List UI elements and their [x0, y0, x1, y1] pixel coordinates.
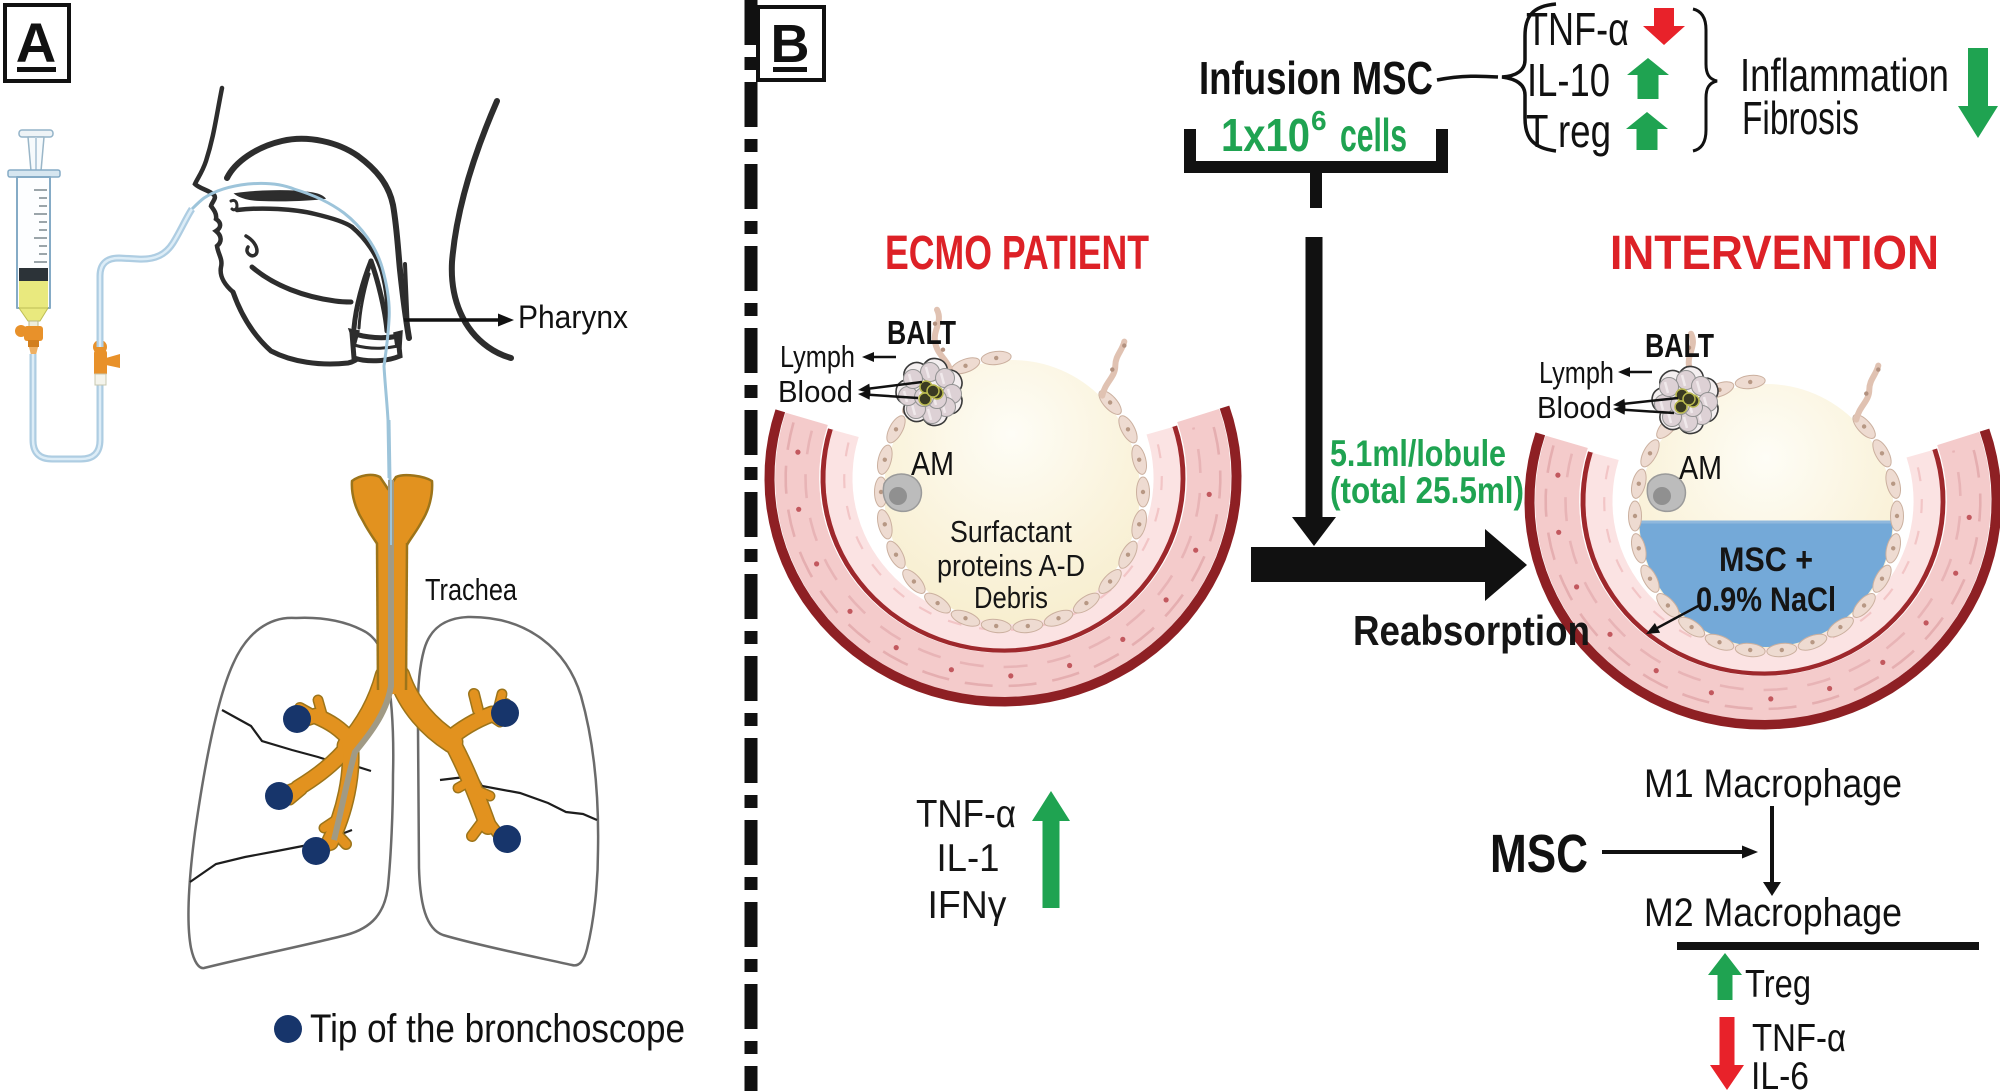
svg-text:AM: AM — [1679, 449, 1722, 486]
svg-text:TNF-α: TNF-α — [916, 793, 1016, 836]
svg-text:Tip of the bronchoscope: Tip of the bronchoscope — [310, 1007, 685, 1051]
svg-text:B: B — [771, 14, 810, 74]
svg-text:M2 Macrophage: M2 Macrophage — [1644, 891, 1902, 935]
svg-text:BALT: BALT — [887, 314, 956, 351]
svg-text:Fibrosis: Fibrosis — [1742, 92, 1859, 144]
svg-text:0.9% NaCl: 0.9% NaCl — [1696, 581, 1836, 619]
svg-text:M1 Macrophage: M1 Macrophage — [1644, 762, 1902, 806]
svg-text:INTERVENTION: INTERVENTION — [1610, 227, 1939, 280]
svg-text:1x10: 1x10 — [1221, 109, 1310, 161]
svg-text:cells: cells — [1340, 109, 1407, 161]
svg-text:proteins A-D: proteins A-D — [937, 548, 1085, 583]
svg-text:Blood: Blood — [778, 374, 853, 409]
svg-text:T reg: T reg — [1526, 105, 1611, 157]
svg-text:MSC: MSC — [1490, 824, 1588, 884]
svg-text:TNF-α: TNF-α — [1526, 3, 1629, 55]
svg-text:Surfactant: Surfactant — [950, 514, 1072, 549]
svg-text:Pharynx: Pharynx — [518, 299, 628, 335]
svg-text:IL-1: IL-1 — [937, 837, 1000, 880]
svg-text:Infusion MSC: Infusion MSC — [1199, 52, 1433, 104]
svg-text:IL-6: IL-6 — [1751, 1055, 1809, 1091]
svg-text:AM: AM — [911, 445, 954, 482]
svg-text:Inflammation: Inflammation — [1740, 49, 1949, 101]
svg-text:A: A — [16, 11, 56, 74]
svg-text:ECMO PATIENT: ECMO PATIENT — [885, 227, 1149, 280]
svg-text:5.1ml/lobule: 5.1ml/lobule — [1330, 433, 1506, 474]
svg-text:IFNγ: IFNγ — [928, 884, 1007, 927]
svg-text:6: 6 — [1311, 105, 1327, 136]
svg-text:Debris: Debris — [974, 580, 1048, 615]
svg-text:IL-10: IL-10 — [1527, 54, 1610, 106]
svg-text:Trachea: Trachea — [425, 572, 518, 607]
svg-text:Blood: Blood — [1537, 390, 1612, 425]
svg-text:Lymph: Lymph — [780, 339, 855, 374]
svg-text:(total 25.5ml): (total 25.5ml) — [1330, 470, 1524, 511]
svg-text:TNF-α: TNF-α — [1752, 1017, 1846, 1060]
svg-text:Reabsorption: Reabsorption — [1353, 607, 1590, 654]
svg-text:BALT: BALT — [1645, 327, 1714, 364]
svg-text:MSC +: MSC + — [1719, 541, 1813, 579]
svg-text:Lymph: Lymph — [1539, 355, 1614, 390]
svg-text:Treg: Treg — [1745, 963, 1811, 1006]
